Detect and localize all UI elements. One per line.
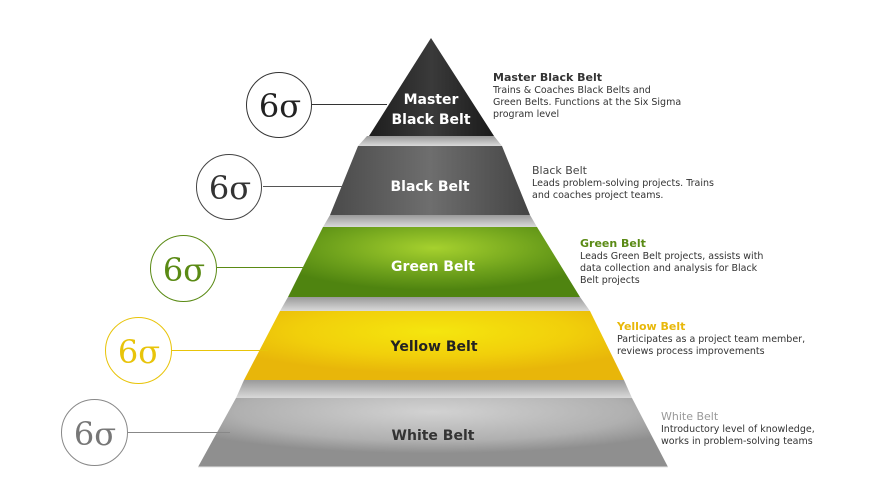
description-line: and coaches project teams. [532,190,664,201]
tier-shelf [358,136,502,146]
svg-text:6σ: 6σ [118,333,160,371]
description-line: Belt projects [580,275,640,286]
six-sigma-badge-master-black-belt: 6σ [246,72,312,138]
tier-shelf [236,380,632,398]
description-yellow-belt: Yellow Belt Participates as a project te… [617,320,805,358]
tier-black-belt [330,146,530,215]
description-line: data collection and analysis for Black [580,263,758,274]
description-line: reviews process improvements [617,346,765,357]
six-sigma-badge-white-belt: 6σ [61,399,128,466]
tier-master-black-belt [369,38,494,136]
description-line: program level [493,109,560,120]
six-sigma-icon: 6σ [74,415,116,453]
six-sigma-badge-green-belt: 6σ [150,235,217,302]
tier-green-belt [288,227,580,297]
svg-text:6σ: 6σ [209,169,251,207]
connector-line [263,186,343,187]
description-title: White Belt [661,410,719,423]
tier-white-belt [198,398,668,467]
six-sigma-icon: 6σ [163,251,205,289]
tier-label-white-belt: White Belt [391,428,475,444]
connector-line [172,350,268,351]
description-black-belt: Black Belt Leads problem-solving project… [532,164,714,202]
description-master-black-belt: Master Black Belt Trains & Coaches Black… [493,71,681,121]
connector-line [312,104,387,105]
description-line: Green Belts. Functions at the Six Sigma [493,97,682,108]
description-title: Master Black Belt [493,71,603,84]
description-line: Participates as a project team member, [617,334,806,345]
connector-line [217,267,307,268]
tier-label-line: Black Belt [391,112,471,128]
six-sigma-icon: 6σ [209,169,251,207]
connector-line [128,432,230,433]
tier-shelf [323,215,537,227]
description-line: Leads Green Belt projects, assists with [580,251,764,262]
description-title: Yellow Belt [617,320,686,333]
six-sigma-icon: 6σ [118,333,160,371]
six-sigma-icon: 6σ [259,87,301,125]
tier-label-yellow-belt: Yellow Belt [390,339,478,355]
description-white-belt: White Belt Introductory level of knowled… [661,410,815,448]
description-title: Black Belt [532,164,587,177]
description-title: Green Belt [580,237,646,250]
tier-shelf [280,297,590,311]
tier-label-black-belt: Black Belt [390,179,470,195]
description-line: Leads problem-solving projects. Trains [532,178,714,189]
svg-text:6σ: 6σ [163,251,205,289]
tier-yellow-belt [244,311,624,380]
description-line: Trains & Coaches Black Belts and [493,85,651,96]
description-line: Introductory level of knowledge, [661,424,815,435]
six-sigma-badge-black-belt: 6σ [196,154,262,220]
six-sigma-badge-yellow-belt: 6σ [105,317,172,384]
svg-text:6σ: 6σ [259,87,301,125]
tier-label-green-belt: Green Belt [391,259,475,275]
description-line: works in problem-solving teams [661,436,813,447]
tier-label-line: Master [403,92,459,108]
svg-text:6σ: 6σ [74,415,116,453]
description-green-belt: Green Belt Leads Green Belt projects, as… [580,237,763,287]
tier-label-master-black-belt: Master Black Belt [391,90,470,130]
